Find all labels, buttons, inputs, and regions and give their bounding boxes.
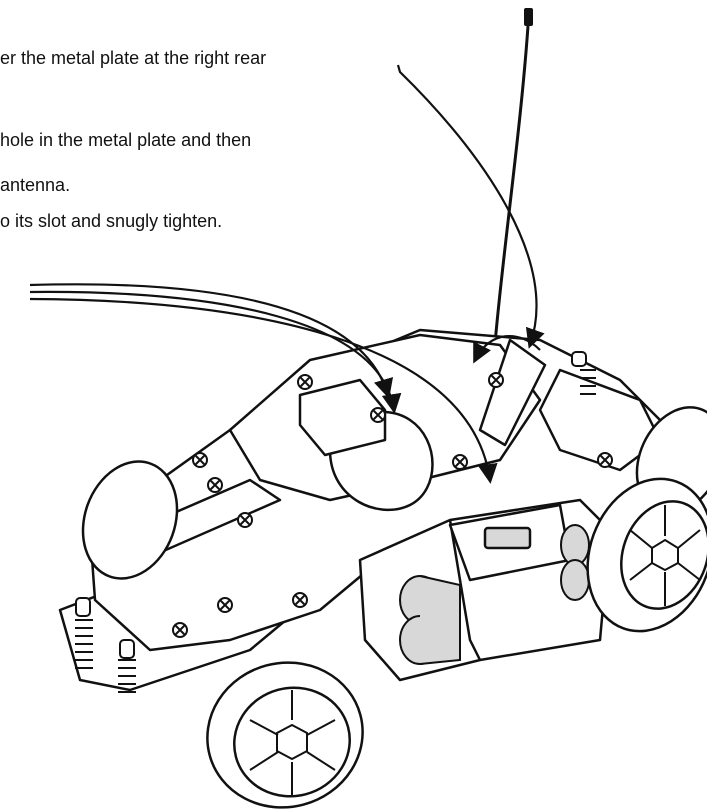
instruction-line-2: hole in the metal plate and then [0,130,252,150]
instruction-line-1: er the metal plate at the right rear [0,48,267,68]
instruction-text: er the metal plate at the right rear hol… [0,0,707,240]
arrow-icon [29,64,545,484]
wheel-icon [81,406,707,809]
instruction-line-3: antenna. [0,175,71,195]
instruction-line-4: o its slot and snugly tighten. [0,211,223,231]
battery-icon [399,524,590,665]
spring-icon [75,351,596,693]
